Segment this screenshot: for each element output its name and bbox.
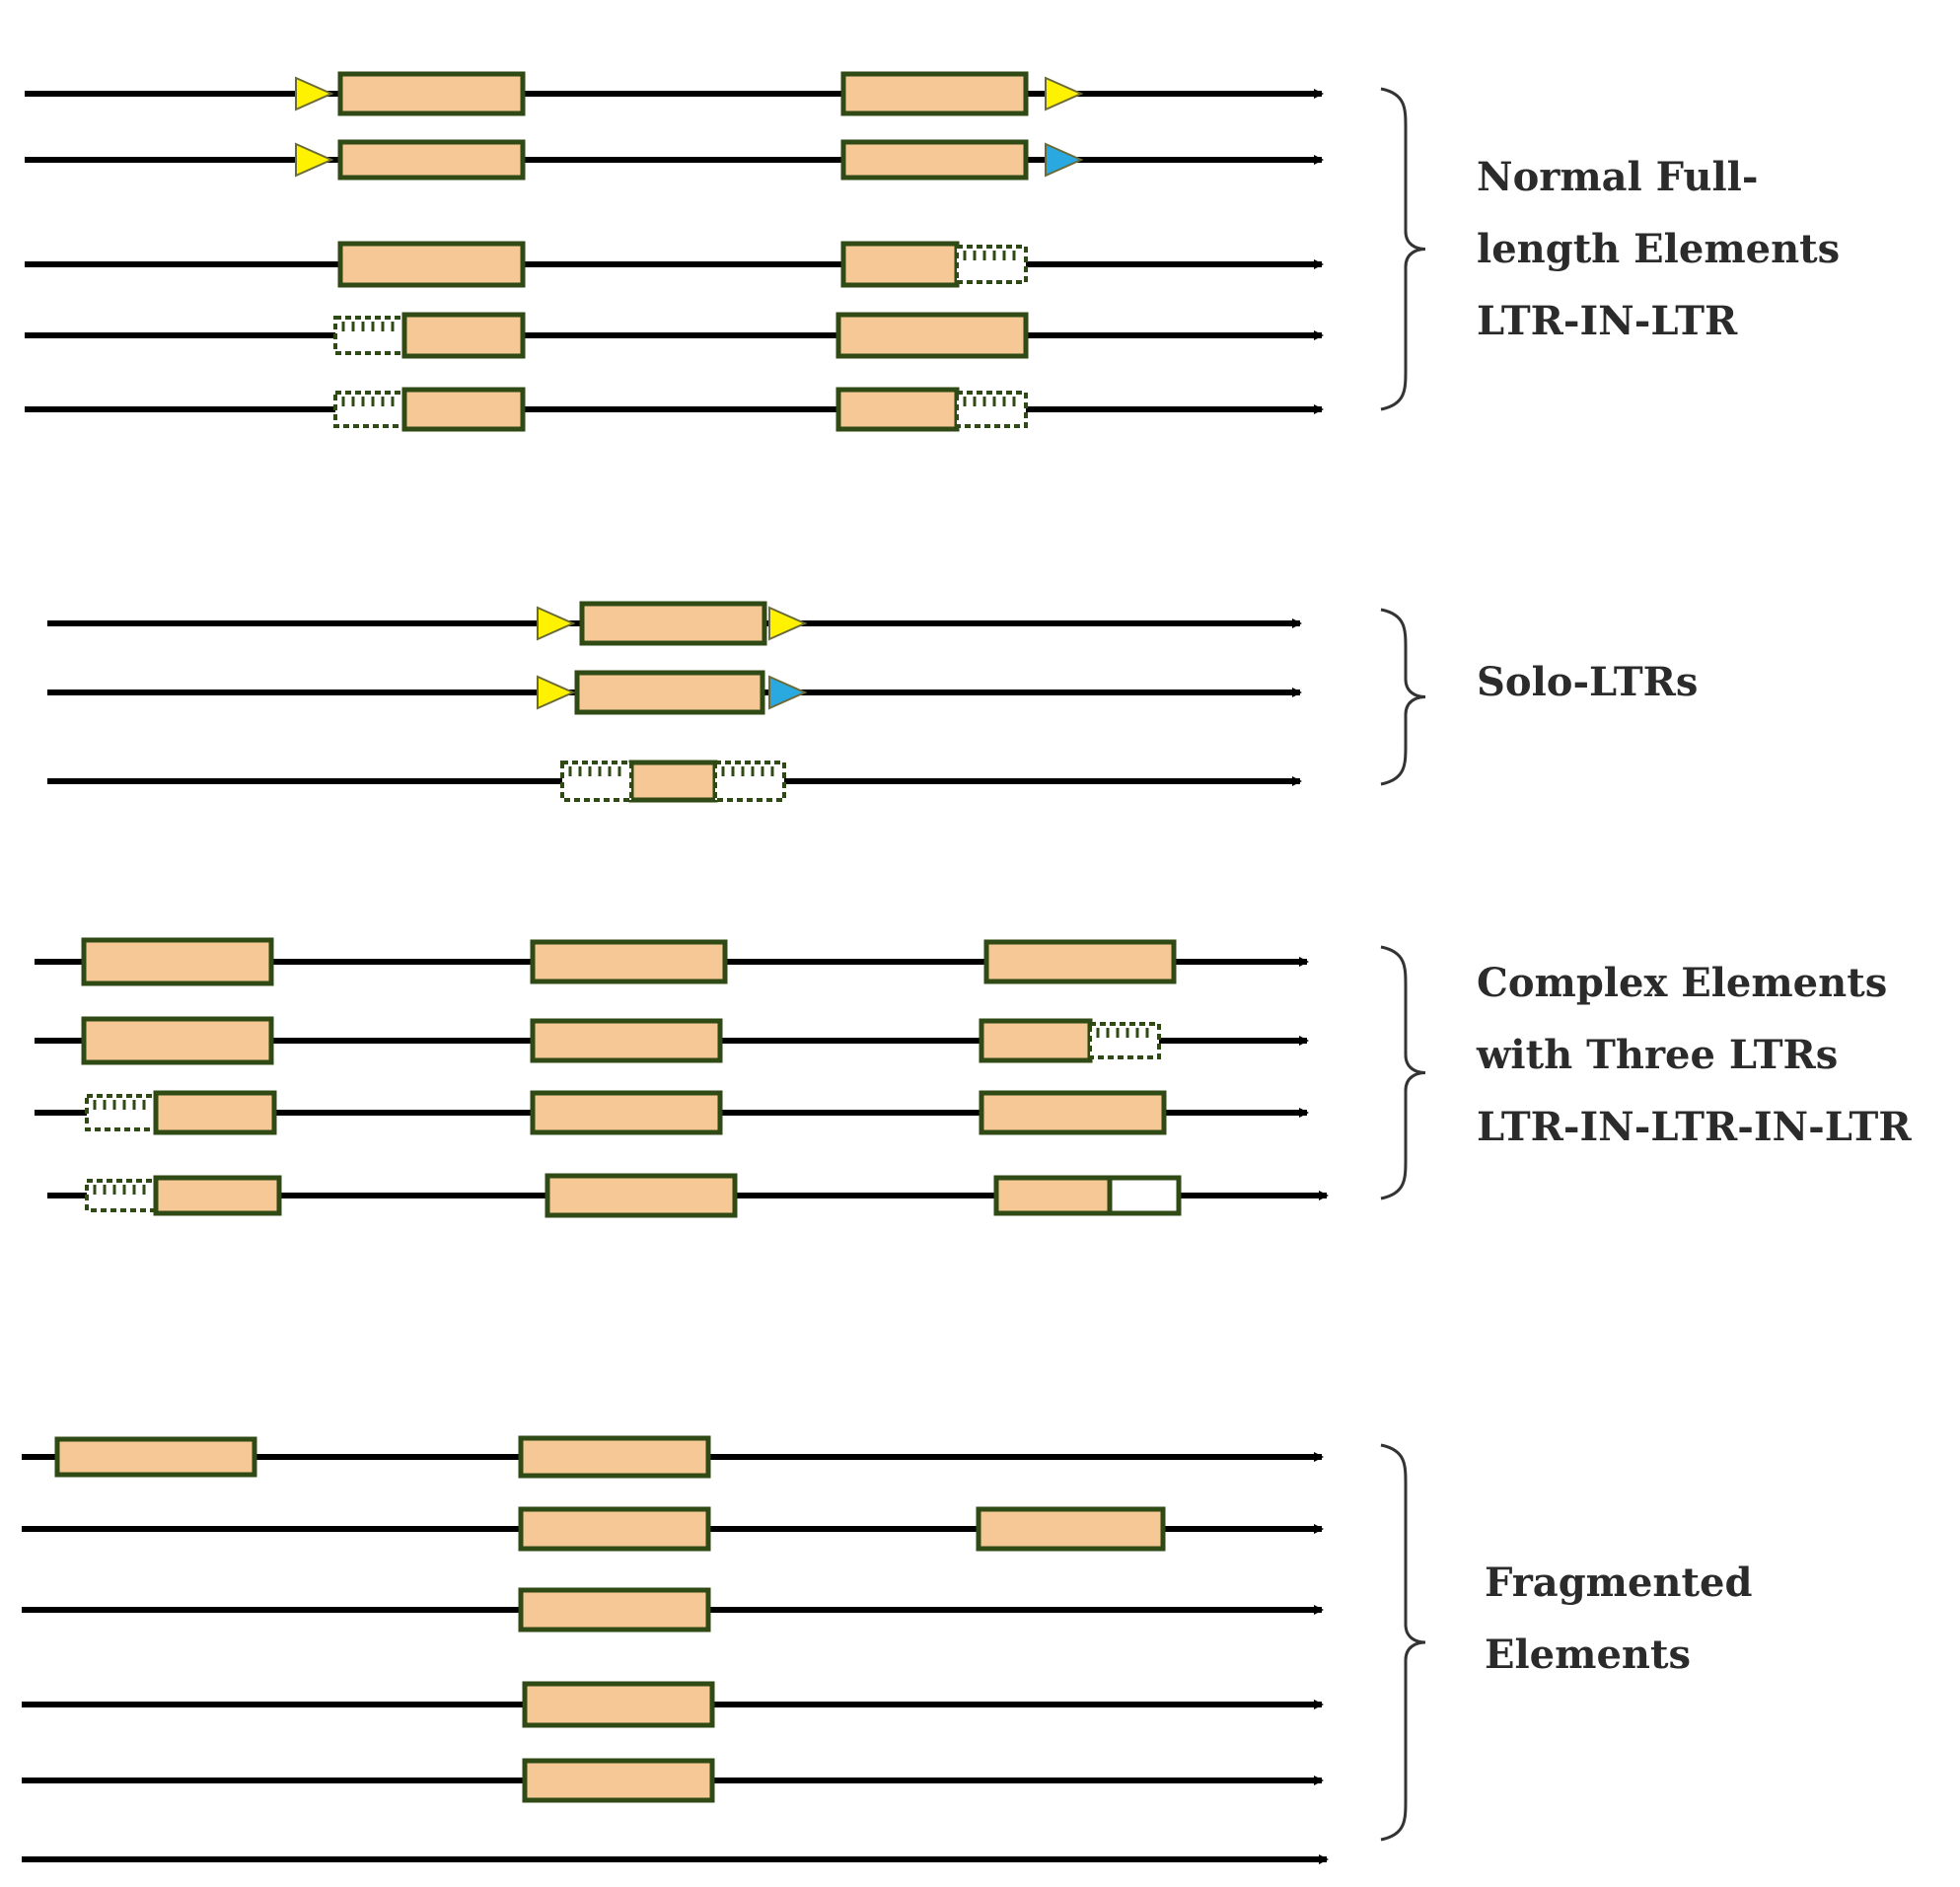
partial-ltr-box <box>713 761 786 802</box>
ltr-box <box>628 760 718 803</box>
tsd-triangle-yellow <box>295 76 334 111</box>
ltr-box <box>518 1587 711 1633</box>
tsd-triangle-blue <box>1045 142 1084 178</box>
ltr-box <box>993 1175 1113 1216</box>
group-brace <box>1380 945 1426 1200</box>
tsd-triangle-yellow <box>1045 76 1084 111</box>
rows-layer <box>22 71 1329 1864</box>
ltr-box <box>979 1090 1167 1135</box>
group-brace <box>1380 1443 1426 1842</box>
tsd-triangle-blue <box>768 675 808 710</box>
ltr-box <box>530 1090 723 1135</box>
label-complex-elements: Complex Elements with Three LTRs LTR-IN-… <box>1477 947 1912 1163</box>
ltr-box <box>337 241 526 288</box>
ltr-box <box>530 1018 723 1063</box>
partial-ltr-outline <box>333 316 406 355</box>
label-line: LTR-IN-LTR-IN-LTR <box>1477 1104 1912 1150</box>
ltr-box <box>840 71 1029 116</box>
ltr-box <box>522 1681 715 1728</box>
ltr-box <box>574 670 765 715</box>
ltr-box <box>983 939 1177 984</box>
ltr-box <box>401 312 526 359</box>
label-line: Fragmented <box>1485 1560 1753 1606</box>
tsd-triangle-yellow <box>537 675 576 710</box>
ltr-box <box>976 1506 1166 1552</box>
label-line: length Elements <box>1477 226 1841 272</box>
ltr-box <box>518 1435 711 1479</box>
partial-ltr-box <box>560 761 633 802</box>
label-line: Elements <box>1485 1632 1691 1678</box>
partial-ltr-box <box>85 1179 158 1212</box>
ltr-box <box>153 1090 277 1135</box>
partial-ltr-box <box>85 1094 158 1131</box>
group-brace <box>1380 87 1426 411</box>
ltr-box <box>81 1016 274 1065</box>
ltr-box <box>544 1173 738 1218</box>
ltr-box <box>81 937 274 986</box>
label-fragmented-elements: Fragmented Elements <box>1485 1547 1752 1691</box>
ltr-box <box>530 939 728 984</box>
ltr-box <box>835 387 960 432</box>
tsd-triangle-yellow <box>768 606 808 641</box>
ltr-box <box>54 1436 257 1478</box>
partial-ltr-box <box>333 316 406 355</box>
ltr-box <box>979 1018 1093 1063</box>
ltr-box <box>840 139 1029 181</box>
ltr-box <box>518 1506 711 1552</box>
label-line: Complex Elements <box>1477 960 1888 1006</box>
ltr-box <box>401 387 526 432</box>
group-brace <box>1380 608 1426 786</box>
ltr-box <box>579 601 767 646</box>
label-normal-full-length-elements: Normal Full- length Elements LTR-IN-LTR <box>1477 141 1840 357</box>
label-line: Normal Full- <box>1477 154 1759 200</box>
partial-ltr-box <box>955 245 1028 284</box>
tsd-triangle-yellow <box>295 142 334 178</box>
ltr-box <box>522 1758 715 1803</box>
ltr-box <box>337 139 526 181</box>
braces-layer <box>1380 87 1426 1842</box>
ltr-box <box>337 71 526 116</box>
empty-ltr-box <box>1107 1175 1182 1216</box>
ltr-box <box>835 312 1029 359</box>
label-solo-ltrs: Solo-LTRs <box>1477 646 1698 718</box>
ltr-box <box>153 1175 282 1216</box>
partial-ltr-box <box>333 391 406 428</box>
label-line: Solo-LTRs <box>1477 659 1699 705</box>
label-line: with Three LTRs <box>1477 1032 1839 1078</box>
label-line: LTR-IN-LTR <box>1477 298 1738 344</box>
ltr-box <box>840 241 960 288</box>
partial-ltr-box <box>1088 1022 1161 1059</box>
partial-ltr-box <box>955 391 1028 428</box>
tsd-triangle-yellow <box>537 606 576 641</box>
